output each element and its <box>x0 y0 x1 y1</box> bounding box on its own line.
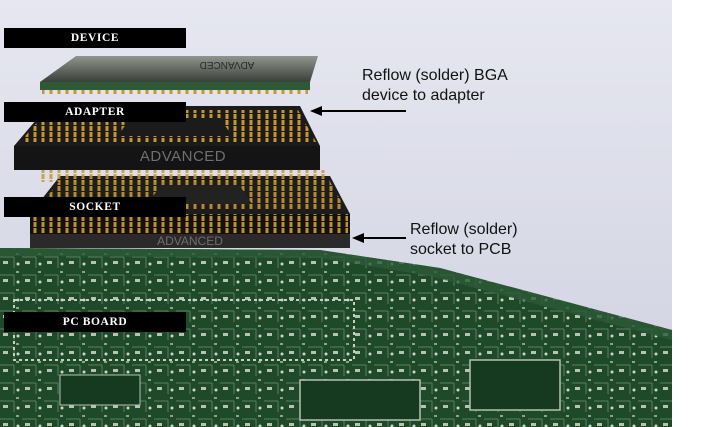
page-margin <box>672 0 710 427</box>
pc-board-label: PC BOARD <box>4 312 186 332</box>
socket-brand-text: ADVANCED <box>157 234 223 248</box>
callout-socket-line2: socket to PCB <box>410 241 512 258</box>
device-label: DEVICE <box>4 28 186 48</box>
callout-socket-line1: Reflow (solder) <box>410 221 518 238</box>
callout-arrow-socket <box>352 233 406 243</box>
pc-board <box>0 248 672 427</box>
callout-bga-line2: device to adapter <box>362 87 485 104</box>
adapter-brand-text: ADVANCED <box>139 148 227 165</box>
bga-device <box>40 56 318 94</box>
callout-bga-line1: Reflow (solder) BGA <box>362 67 508 84</box>
chip-brand-text: ADVANCED <box>199 59 255 70</box>
adapter-label: ADAPTER <box>4 102 186 122</box>
callout-arrow-bga <box>310 106 406 116</box>
adapter-component <box>14 106 330 182</box>
socket-label: SOCKET <box>4 197 186 217</box>
